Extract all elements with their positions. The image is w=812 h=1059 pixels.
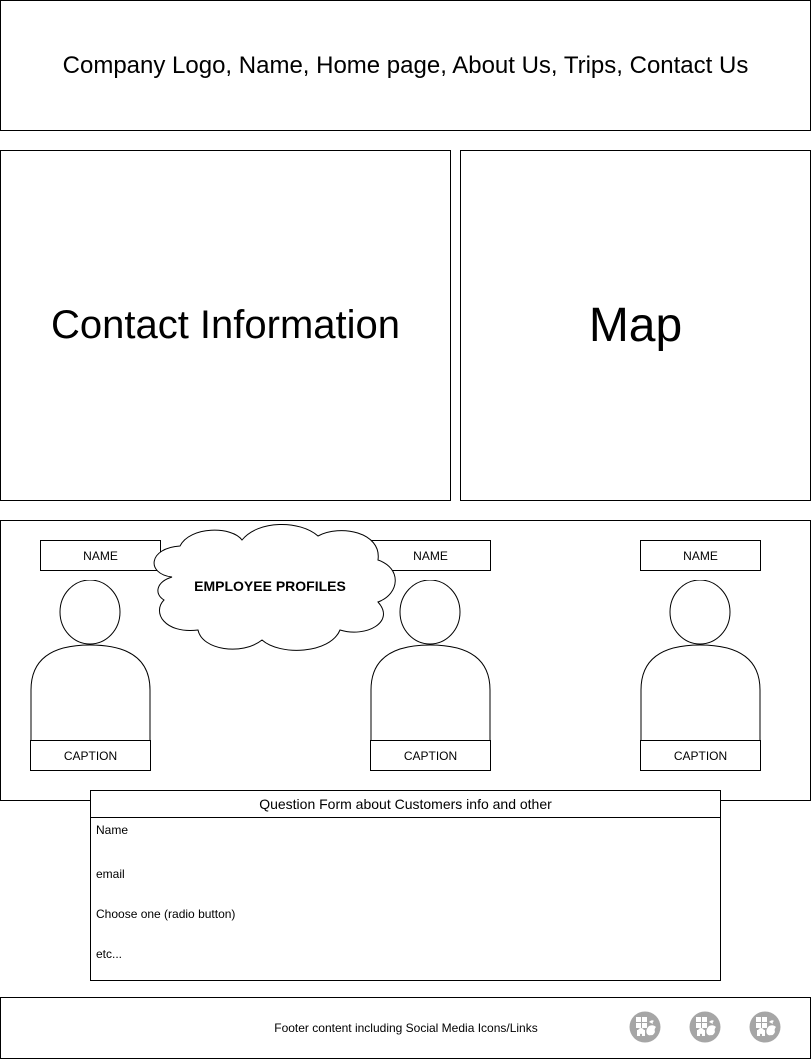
header-text: Company Logo, Name, Home page, About Us,… — [62, 51, 749, 79]
person-avatar-icon — [370, 580, 491, 742]
form-field-radio: Choose one (radio button) — [96, 907, 236, 921]
employee-caption-label: CAPTION — [673, 748, 728, 763]
employee-caption-box: CAPTION — [30, 740, 151, 771]
employee-name-box: NAME — [640, 540, 761, 571]
map-placeholder: Map — [460, 150, 811, 501]
contact-information-placeholder: Contact Information — [0, 150, 451, 501]
person-avatar-icon — [30, 580, 151, 742]
form-field-etc: etc... — [96, 947, 123, 961]
question-form-placeholder: Question Form about Customers info and o… — [90, 790, 721, 981]
header-placeholder: Company Logo, Name, Home page, About Us,… — [0, 0, 811, 131]
employee-name-box: NAME — [40, 540, 161, 571]
employee-name-label: NAME — [83, 548, 118, 563]
employee-caption-box: CAPTION — [640, 740, 761, 771]
social-media-icon[interactable] — [629, 1010, 661, 1044]
employee-caption-label: CAPTION — [63, 748, 118, 763]
cloud-shape-icon — [153, 524, 396, 651]
footer-text: Footer content including Social Media Ic… — [274, 1021, 538, 1035]
form-title: Question Form about Customers info and o… — [91, 791, 720, 818]
employee-name-label: NAME — [683, 548, 718, 563]
employee-caption-box: CAPTION — [370, 740, 491, 771]
footer-placeholder: Footer content including Social Media Ic… — [0, 997, 811, 1059]
employee-profiles-cloud: EMPLOYEE PROFILES — [150, 522, 400, 656]
cloud-label: EMPLOYEE PROFILES — [194, 578, 346, 594]
social-media-icon[interactable] — [749, 1010, 781, 1044]
contact-information-label: Contact Information — [50, 303, 401, 347]
social-media-icon[interactable] — [689, 1010, 721, 1044]
form-field-name: Name — [96, 823, 129, 837]
person-avatar-icon — [640, 580, 761, 742]
form-field-email: email — [96, 867, 125, 881]
map-label: Map — [588, 299, 683, 352]
employee-caption-label: CAPTION — [403, 748, 458, 763]
employee-name-label: NAME — [413, 548, 448, 563]
